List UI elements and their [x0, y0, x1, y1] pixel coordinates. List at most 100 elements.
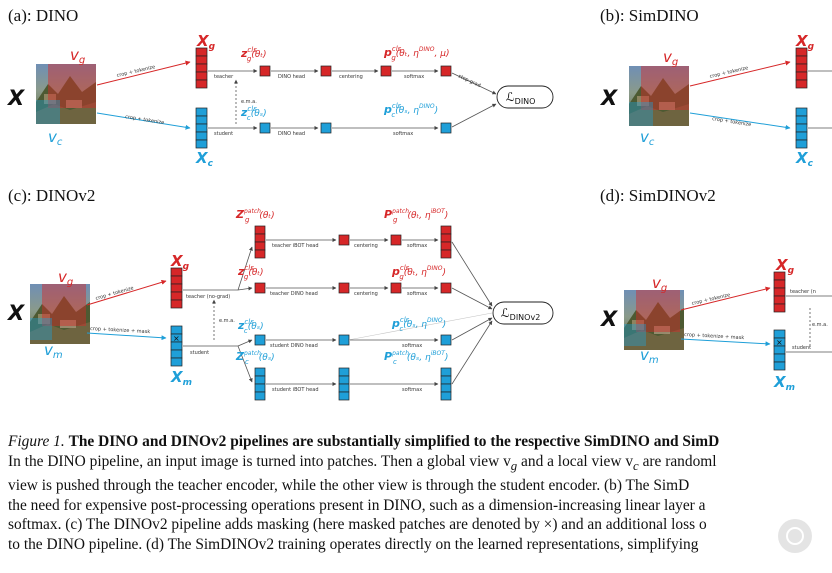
student-cls-token-a	[259, 122, 271, 134]
svg-text:teacher (n: teacher (n	[790, 289, 816, 295]
svg-text:ℒDINO: ℒDINO	[506, 90, 535, 106]
svg-text:vm: vm	[44, 341, 63, 361]
svg-text:Xm: Xm	[773, 373, 795, 393]
svg-text:student: student	[214, 131, 233, 137]
svg-text:student: student	[190, 350, 209, 356]
local-crop-overlay-a	[36, 100, 60, 124]
student-ibot-output-c	[440, 367, 452, 401]
svg-text:vm: vm	[640, 346, 659, 366]
svg-text:Xg: Xg	[196, 32, 216, 52]
svg-text:e.m.a.: e.m.a.	[219, 318, 235, 324]
caption-figure-tag: Figure 1.	[8, 433, 65, 450]
caption-line-2: In the DINO pipeline, an input image is …	[8, 452, 717, 473]
panel-b-simdino: X vg vc crop + tokenize crop + tokenize …	[599, 32, 832, 169]
svg-text:ℒDINOv2: ℒDINOv2	[501, 306, 540, 322]
svg-text:X: X	[6, 301, 26, 325]
svg-text:crop + tokenize: crop + tokenize	[95, 285, 135, 302]
global-crop-overlay-a	[48, 64, 96, 108]
svg-text:vg: vg	[58, 268, 73, 288]
svg-text:Xg: Xg	[170, 252, 190, 272]
svg-text:centering: centering	[354, 243, 378, 249]
panel-a-dino: X vg vc crop + tokenize crop + tokenize …	[6, 32, 554, 169]
loss-node-c	[492, 301, 554, 325]
svg-text:stop-grad: stop-grad	[457, 73, 481, 89]
figure-caption: Figure 1. The DINO and DINOv2 pipelines …	[8, 432, 832, 554]
caption-line-5: softmax. (c) The DINOv2 pipeline adds ma…	[8, 516, 707, 534]
figure-diagram: X vg vc crop + tokenize crop + tokenize …	[6, 32, 832, 401]
teacher-patch-stack-c	[254, 225, 266, 259]
svg-text:DINO head: DINO head	[278, 74, 305, 80]
svg-text:crop + tokenize: crop + tokenize	[712, 116, 752, 128]
teacher-cls-token-c	[254, 282, 266, 294]
Xc-token-stack-a	[195, 107, 208, 149]
caption-line-4: the need for expensive post-processing o…	[8, 496, 706, 514]
svg-text:softmax: softmax	[402, 343, 422, 349]
caption-line-6: to the DINO pipeline. (d) The SimDINOv2 …	[8, 535, 699, 553]
svg-text:softmax: softmax	[407, 243, 427, 249]
svg-text:vc: vc	[48, 128, 63, 148]
svg-text:X: X	[599, 86, 619, 110]
svg-text:×: ×	[173, 334, 180, 343]
student-cls-token-c	[254, 334, 266, 346]
svg-text:X: X	[599, 307, 619, 331]
svg-text:softmax: softmax	[404, 74, 424, 80]
student-patch-stack-c	[254, 367, 266, 401]
panel-label-d: (d): SimDINOv2	[600, 186, 716, 205]
svg-text:crop + tokenize: crop + tokenize	[125, 114, 165, 126]
caption-bold-summary: The DINO and DINOv2 pipelines are substa…	[68, 433, 720, 450]
svg-text:teacher (no-grad): teacher (no-grad)	[186, 294, 230, 300]
svg-text:teacher iBOT head: teacher iBOT head	[272, 243, 319, 249]
Xg-token-stack-a	[195, 47, 208, 89]
panel-label-b: (b): SimDINO	[600, 6, 699, 25]
svg-text:×: ×	[776, 338, 783, 347]
teacher-ibot-output-c	[440, 225, 452, 259]
panel-label-c: (c): DINOv2	[8, 186, 96, 205]
svg-text:vg: vg	[663, 48, 678, 68]
input-X-a: X	[6, 86, 26, 110]
svg-text:centering: centering	[354, 291, 378, 297]
svg-text:e.m.a.: e.m.a.	[241, 99, 257, 105]
svg-text:Xc: Xc	[795, 149, 814, 169]
svg-text:vg: vg	[652, 274, 667, 294]
teacher-cls-token-a	[259, 65, 271, 77]
svg-text:student DINO head: student DINO head	[270, 343, 318, 349]
svg-text:softmax: softmax	[393, 131, 413, 137]
svg-text:Xg: Xg	[775, 256, 795, 276]
panel-d-simdinov2: X vg vm crop + tokenize crop + tokenize …	[599, 256, 832, 393]
svg-text:crop + tokenize: crop + tokenize	[709, 65, 749, 80]
svg-text:crop + tokenize + mask: crop + tokenize + mask	[684, 332, 745, 341]
svg-text:Xm: Xm	[170, 368, 192, 388]
student-ibot-mid-c	[338, 367, 350, 401]
svg-text:crop + tokenize + mask: crop + tokenize + mask	[90, 326, 151, 335]
svg-text:softmax: softmax	[407, 291, 427, 297]
Xm-token-stack-c: ×	[170, 325, 183, 367]
svg-text:e.m.a.: e.m.a.	[812, 322, 828, 328]
svg-text:DINO head: DINO head	[278, 131, 305, 137]
panel-c-dinov2: X vg vm crop + tokenize crop + tokenize …	[6, 208, 554, 401]
svg-text:vc: vc	[640, 128, 655, 148]
svg-text:student iBOT head: student iBOT head	[272, 387, 319, 393]
watermark-icon	[778, 519, 812, 553]
svg-text:Xc: Xc	[195, 149, 214, 169]
svg-text:Xg: Xg	[795, 32, 815, 52]
svg-text:softmax: softmax	[402, 387, 422, 393]
panel-label-a: (a): DINO	[8, 6, 79, 25]
caption-line-3: view is pushed through the teacher encod…	[8, 477, 690, 495]
svg-text:teacher DINO head: teacher DINO head	[270, 291, 318, 297]
loss-node-a	[496, 85, 554, 109]
svg-text:teacher: teacher	[214, 74, 234, 80]
svg-text:centering: centering	[339, 74, 363, 80]
Xg-token-stack-c	[170, 267, 183, 309]
